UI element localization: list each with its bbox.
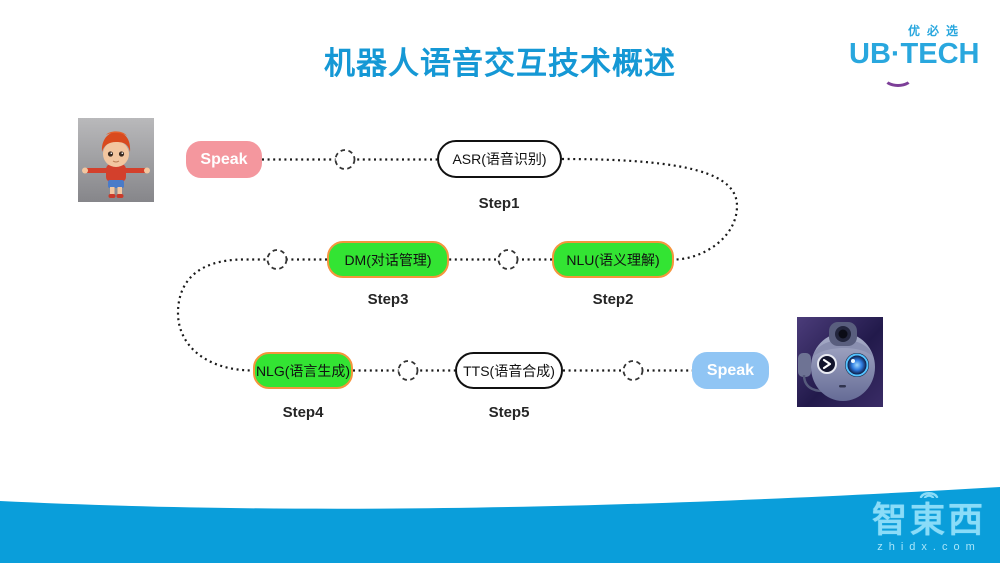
connector-ring-5 xyxy=(622,360,644,381)
page-title: 机器人语音交互技术概述 xyxy=(324,46,676,81)
step-label-5: Step5 xyxy=(488,404,530,421)
ubtech-smile-icon xyxy=(883,68,913,87)
speak-output-pill: Speak xyxy=(692,352,769,389)
connector-ring-3 xyxy=(497,249,519,270)
zhidx-antenna-icon xyxy=(919,492,939,499)
node-tts: TTS(语音合成) xyxy=(455,352,563,389)
connector-ring-4 xyxy=(397,360,419,381)
node-asr: ASR(语音识别) xyxy=(437,140,562,178)
step-label-3: Step3 xyxy=(367,291,409,308)
zhidx-domain-text: zhidx.com xyxy=(877,541,981,553)
node-nlu: NLU(语义理解) xyxy=(552,241,674,278)
step-label-1: Step1 xyxy=(478,195,520,212)
speak-input-pill: Speak xyxy=(186,141,262,178)
ubtech-logo-cn-text: 优必选 xyxy=(907,24,965,38)
ubtech-logo-en-text: UB·TECH xyxy=(849,38,980,70)
step-label-2: Step2 xyxy=(592,291,634,308)
robot-head-image xyxy=(797,317,883,407)
connector-ring-2 xyxy=(266,249,288,270)
ubtech-logo: 优必选 UB·TECH xyxy=(849,22,980,87)
zhidx-logo-text: 智東西 xyxy=(871,501,986,540)
node-nlg: NLG(语言生成) xyxy=(253,352,353,389)
step-label-4: Step4 xyxy=(282,404,324,421)
cartoon-boy-image xyxy=(78,118,154,202)
node-dm: DM(对话管理) xyxy=(327,241,449,278)
zhidx-watermark: 智東西 zhidx.com xyxy=(872,485,986,553)
connector-ring-1 xyxy=(334,149,356,170)
